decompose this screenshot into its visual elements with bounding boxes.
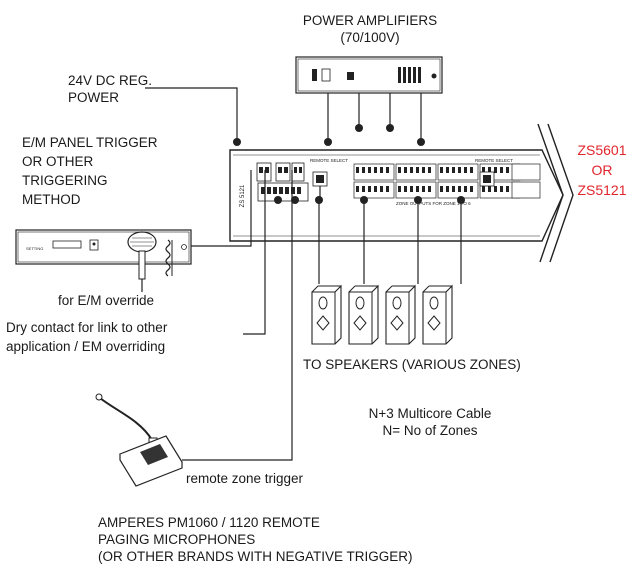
paging-mic-line-1: AMPERES PM1060 / 1120 REMOTE bbox=[98, 515, 320, 530]
unit-model-label: ZS 5121 bbox=[240, 184, 246, 207]
break-lines bbox=[537, 123, 574, 263]
amplifier-title-line-1: POWER AMPLIFIERS bbox=[302, 13, 438, 28]
dry-contact-line-1: Dry contact for link to other bbox=[6, 320, 168, 335]
amplifier-title-line-2: (70/100V) bbox=[340, 30, 400, 45]
zone-outputs-label: ZONE OUTPUTS FOR ZONE 1 TO 6 bbox=[396, 201, 471, 206]
cable-line-2: N= No of Zones bbox=[382, 423, 478, 438]
power-label-line-1: 24V DC REG. bbox=[68, 73, 153, 88]
remote-select-label-2: REMOTE SELECT bbox=[475, 158, 513, 163]
trigger-label: E/M PANEL TRIGGER OR OTHER TRIGGERING ME… bbox=[22, 133, 158, 209]
remote-trigger-label: remote zone trigger bbox=[186, 471, 304, 486]
paging-microphone bbox=[95, 393, 183, 487]
connection-lines bbox=[145, 87, 462, 461]
trigger-label-line-4: METHOD bbox=[22, 192, 81, 207]
paging-mic-line-2: PAGING MICROPHONES bbox=[98, 532, 256, 547]
dry-contact-label: Dry contact for link to other applicatio… bbox=[6, 318, 167, 356]
em-panel: SETTING bbox=[15, 229, 192, 265]
remote-select-label-1: REMOTE SELECT bbox=[310, 158, 348, 163]
zone-selector-unit: ZS 5121 REMOTE SELECT bbox=[229, 149, 564, 242]
power-label: 24V DC REG. POWER bbox=[68, 72, 152, 106]
model-label-line-3: ZS5121 bbox=[577, 182, 627, 198]
speaker-3 bbox=[385, 284, 416, 345]
paging-mic-line-3: (OR OTHER BRANDS WITH NEGATIVE TRIGGER) bbox=[98, 549, 413, 564]
speakers-label: TO SPEAKERS (VARIOUS ZONES) bbox=[303, 357, 521, 372]
cable-label: N+3 Multicore Cable N= No of Zones bbox=[330, 405, 530, 439]
speakers bbox=[311, 284, 453, 345]
power-label-line-2: POWER bbox=[68, 90, 120, 105]
speaker-2 bbox=[348, 284, 379, 345]
speaker-4 bbox=[422, 284, 453, 345]
model-label: ZS5601 OR ZS5121 bbox=[574, 140, 630, 200]
model-label-line-2: OR bbox=[591, 162, 613, 178]
em-override-label: for E/M override bbox=[58, 293, 155, 308]
hand-microphone bbox=[127, 231, 173, 292]
power-amplifier bbox=[295, 56, 443, 94]
em-panel-label: SETTING bbox=[26, 246, 43, 251]
cable-line-1: N+3 Multicore Cable bbox=[368, 406, 492, 421]
trigger-label-line-1: E/M PANEL TRIGGER bbox=[22, 135, 158, 150]
trigger-label-line-2: OR OTHER bbox=[22, 154, 94, 169]
speaker-1 bbox=[311, 284, 342, 345]
trigger-label-line-3: TRIGGERING bbox=[22, 173, 108, 188]
dry-contact-line-2: application / EM overriding bbox=[6, 339, 166, 354]
amplifier-title: POWER AMPLIFIERS (70/100V) bbox=[285, 12, 455, 46]
connection-dots bbox=[233, 124, 465, 204]
model-label-line-1: ZS5601 bbox=[577, 142, 627, 158]
paging-mic-label: AMPERES PM1060 / 1120 REMOTE PAGING MICR… bbox=[98, 514, 413, 565]
